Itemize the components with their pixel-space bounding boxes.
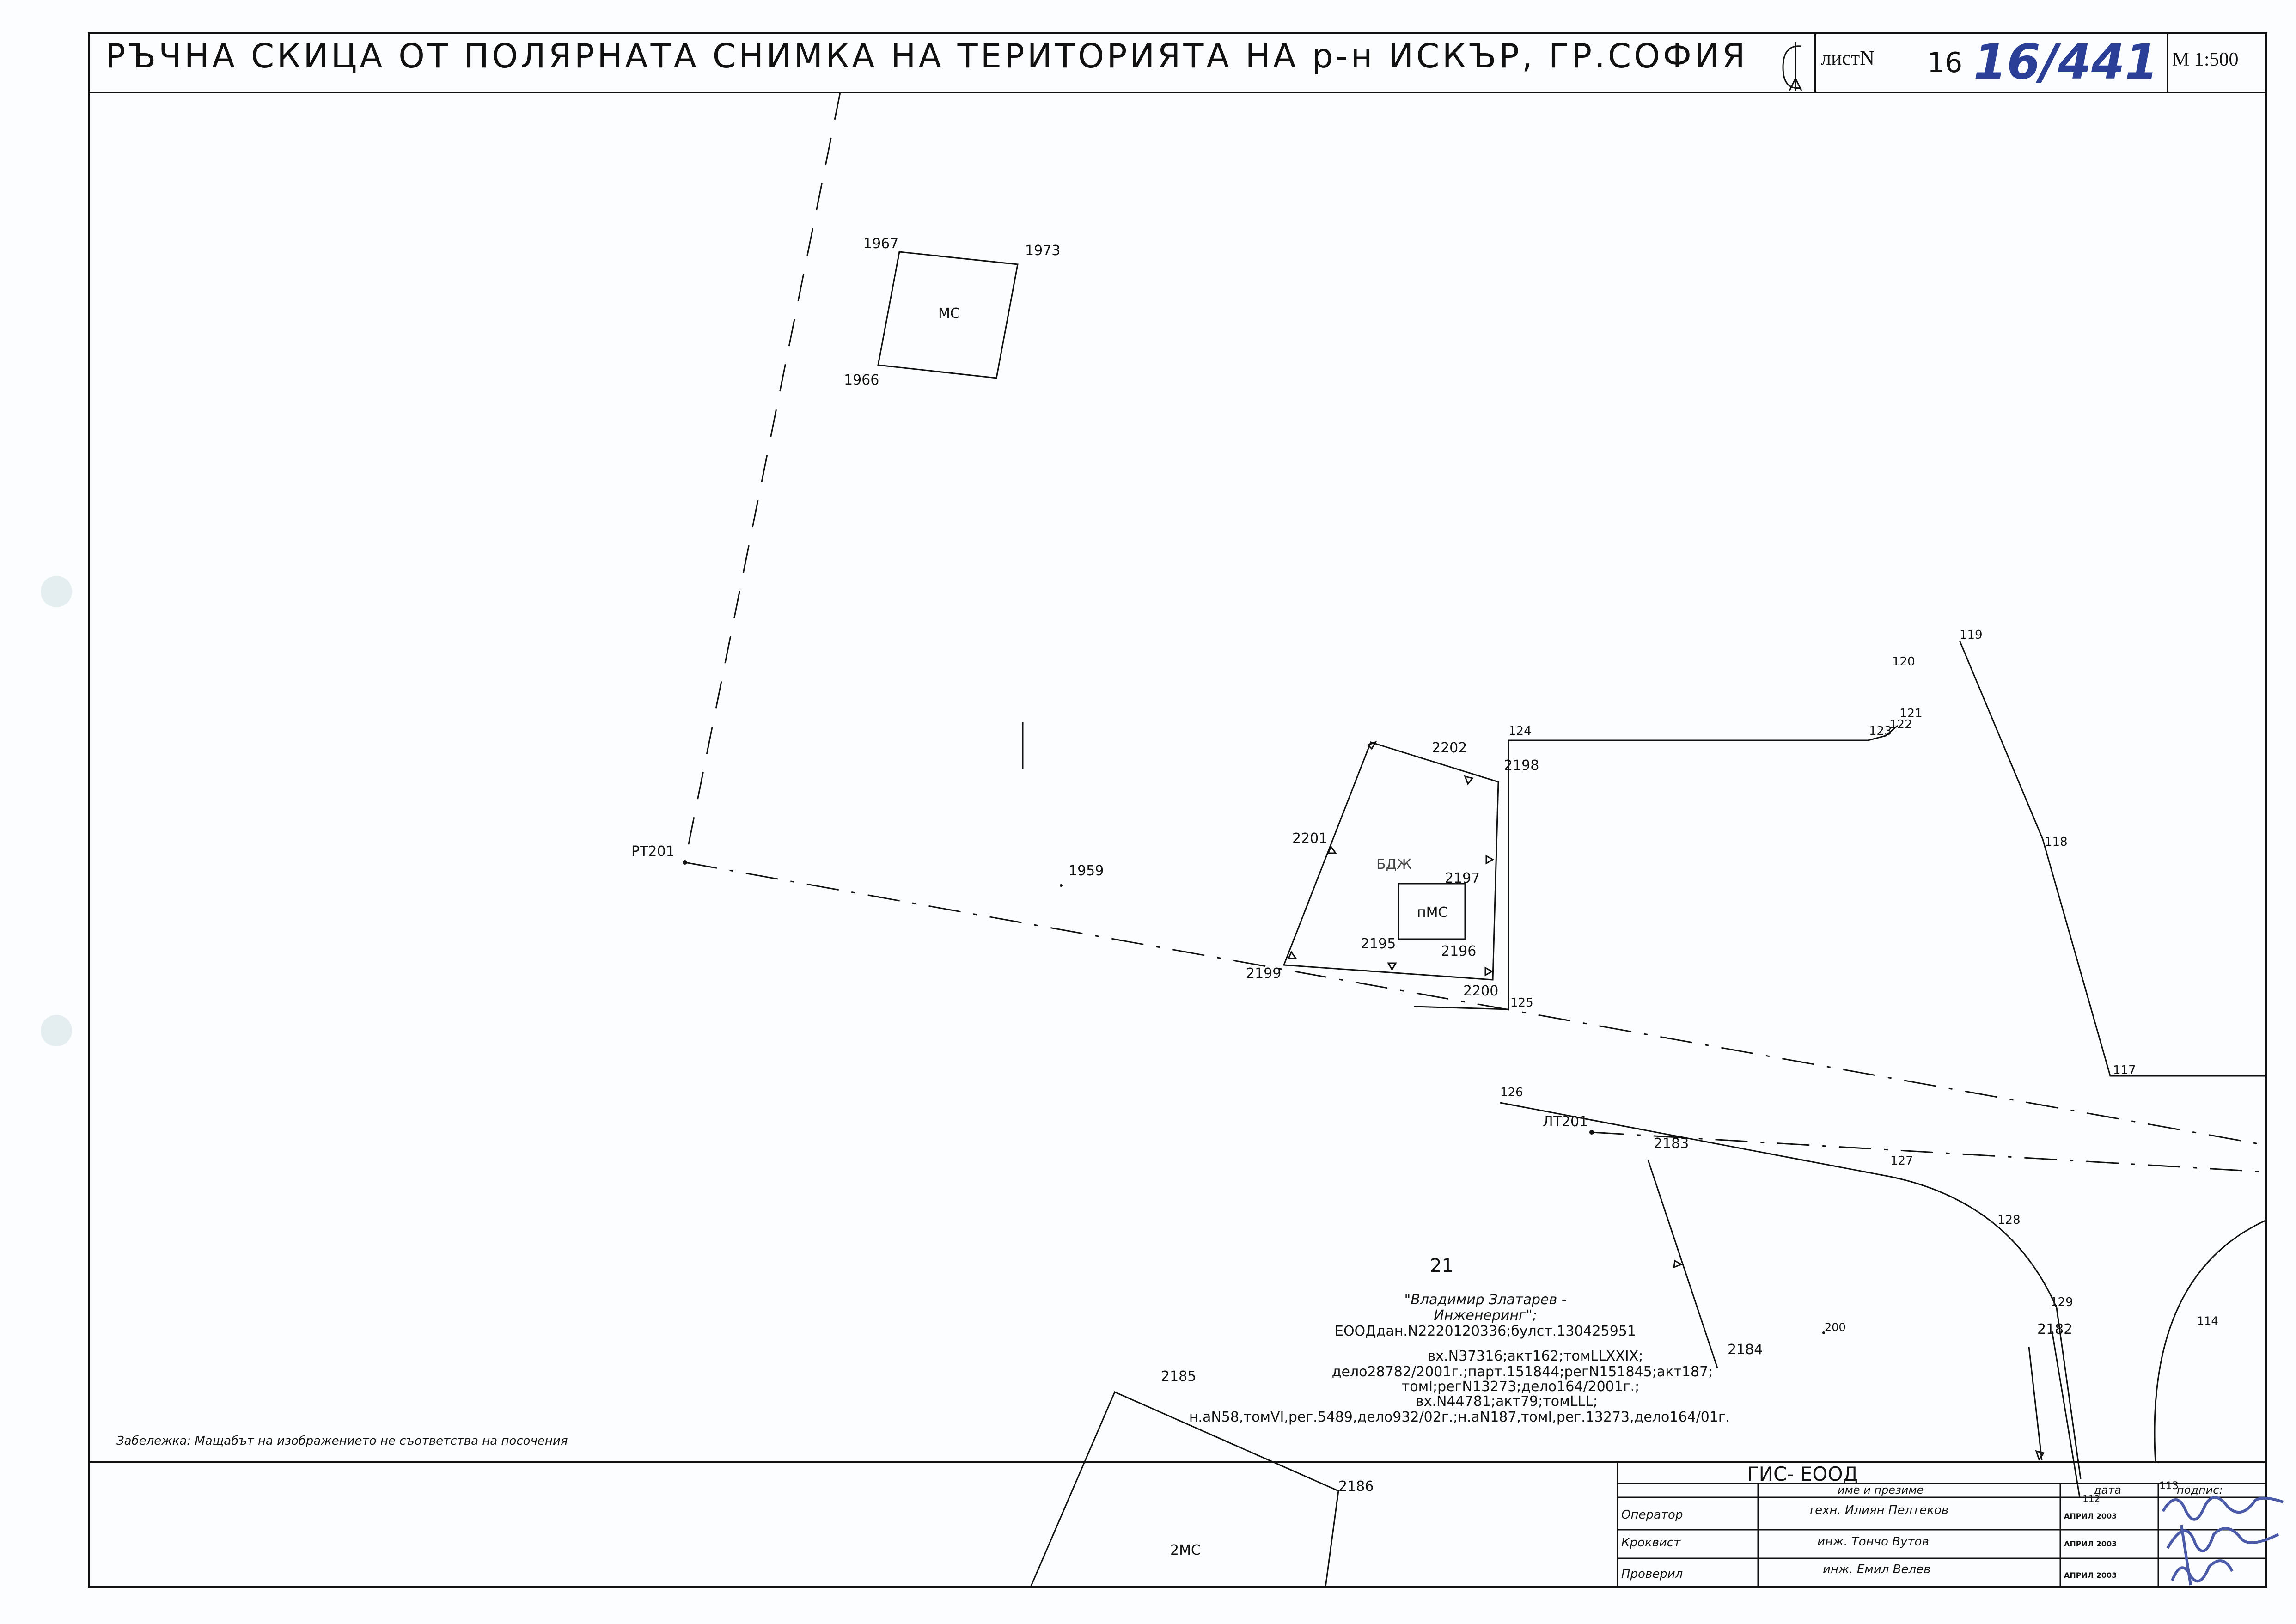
- point-2185: 2185: [1161, 1368, 1196, 1385]
- svg-text:113: 113: [2159, 1480, 2179, 1492]
- punch-hole-top: [41, 576, 72, 607]
- svg-text:н.аN58,томVI,рег.5489,дело932/: н.аN58,томVI,рег.5489,дело932/02г.;н.аN1…: [1189, 1409, 1730, 1425]
- date-kroqvist: АПРИЛ 2003: [2064, 1539, 2117, 1548]
- svg-text:112: 112: [2082, 1493, 2100, 1504]
- stamp-icon: [1782, 42, 1802, 91]
- road-edge: [1500, 1102, 2082, 1479]
- point-117: 117: [2113, 1063, 2136, 1077]
- point-2202: 2202: [1432, 740, 1467, 756]
- parcel-line-119: [1959, 640, 2266, 1077]
- svg-text:вх.N37316;акт162;томLLXXIX;: вх.N37316;акт162;томLLXXIX;: [1428, 1348, 1643, 1364]
- svg-text:вх.N44781;акт79;томLLL;: вх.N44781;акт79;томLLL;: [1416, 1393, 1598, 1410]
- marker-2184: [1673, 1259, 1683, 1269]
- parcel-line-125: [1414, 1006, 1509, 1010]
- building-bdzh-label: БДЖ: [1376, 856, 1411, 873]
- point-dot-200: [1822, 1331, 1825, 1334]
- curve-114: [2154, 1219, 2267, 1464]
- bdzh-markers: [1287, 741, 1495, 977]
- building-pms-label: пМС: [1417, 904, 1447, 921]
- date-checked: АПРИЛ 2003: [2064, 1571, 2117, 1580]
- svg-text:подпис:: подпис:: [2177, 1484, 2223, 1496]
- survey-line-pt201: [684, 861, 2267, 1146]
- sheet-number: 16: [1927, 47, 1962, 79]
- point-2197: 2197: [1445, 870, 1480, 886]
- building-ms: [877, 251, 1019, 379]
- parcel-number-21: 21: [1430, 1255, 1453, 1276]
- point-2196: 2196: [1441, 943, 1476, 959]
- owner-note: "Владимир Златарев - Инженеринг"; ЕООДда…: [1189, 1292, 1730, 1425]
- point-2184: 2184: [1728, 1342, 1763, 1358]
- point-2198: 2198: [1504, 757, 1539, 774]
- parcel-line-124: [1508, 725, 1898, 1009]
- role-checked: Проверил: [1621, 1567, 1683, 1581]
- sheet-label: листN: [1821, 47, 1875, 69]
- footnote: Забележка: Мащабът на изображението не с…: [116, 1434, 568, 1448]
- point-119: 119: [1960, 628, 1983, 642]
- point-127: 127: [1890, 1154, 1913, 1168]
- point-122: 122: [1889, 718, 1912, 732]
- outer-frame: [88, 32, 2267, 1588]
- svg-text:име и презиме: име и презиме: [1838, 1484, 1924, 1496]
- building-2ms: [1030, 1391, 1339, 1587]
- parcel-line-2182b: [2051, 1331, 2081, 1498]
- station-pt201: [683, 860, 687, 865]
- point-121: 121: [1899, 707, 1923, 720]
- point-120: 120: [1892, 655, 1915, 669]
- sheet-number-handwritten: 16/441: [1973, 34, 2158, 90]
- building-2ms-label: 2МС: [1170, 1542, 1201, 1558]
- svg-text:Инженеринг";: Инженеринг";: [1434, 1307, 1537, 1324]
- point-1966: 1966: [844, 372, 879, 388]
- point-125: 125: [1510, 996, 1533, 1010]
- point-lt201: ЛТ201: [1543, 1114, 1588, 1130]
- parcel-line-2182: [2028, 1346, 2043, 1461]
- company-name: ГИС- ЕООД: [1747, 1463, 1858, 1485]
- point-118: 118: [2045, 835, 2068, 849]
- marker-2182: [2035, 1450, 2045, 1461]
- point-2186: 2186: [1338, 1478, 1374, 1495]
- svg-text:ЕООДдан.N2220120336;булст.1304: ЕООДдан.N2220120336;булст.130425951: [1335, 1323, 1636, 1339]
- scale-label: М 1:500: [2172, 49, 2239, 70]
- role-operator: Оператор: [1621, 1508, 1683, 1522]
- point-2182: 2182: [2037, 1321, 2072, 1337]
- survey-line-vertical: [684, 92, 841, 863]
- point-2200: 2200: [1463, 983, 1498, 999]
- point-1959: 1959: [1069, 863, 1104, 879]
- point-pt201: PT201: [631, 843, 675, 860]
- signatures: [2162, 1496, 2284, 1586]
- point-2201: 2201: [1292, 830, 1327, 847]
- point-128: 128: [1997, 1213, 2021, 1227]
- point-126: 126: [1500, 1086, 1523, 1099]
- name-checked: инж. Емил Велев: [1823, 1563, 1930, 1576]
- point-114: 114: [2197, 1314, 2218, 1327]
- punch-hole-bottom: [41, 1015, 72, 1046]
- building-ms-label: МС: [938, 305, 960, 322]
- svg-text:дело28782/2001г.;парт.151844;р: дело28782/2001г.;парт.151844;регN151845;…: [1332, 1364, 1713, 1380]
- title-block: ГИС- ЕООД име и презиме дата подпис: Опе…: [1617, 1461, 2267, 1588]
- point-2183: 2183: [1654, 1136, 1689, 1152]
- station-lt201: [1589, 1130, 1594, 1135]
- survey-line-lt201: [1591, 1131, 2267, 1173]
- building-bdzh: [1282, 741, 1499, 981]
- point-129: 129: [2050, 1295, 2073, 1309]
- date-operator: АПРИЛ 2003: [2064, 1512, 2117, 1520]
- point-2195: 2195: [1361, 936, 1396, 952]
- sheet-title: РЪЧНА СКИЦА ОТ ПОЛЯРНАТА СНИМКА НА ТЕРИТ…: [105, 37, 1748, 75]
- parcel-line-2184: [1647, 1160, 1718, 1368]
- point-123: 123: [1869, 724, 1892, 738]
- point-124: 124: [1508, 724, 1532, 738]
- svg-text:томI;регN13273;дело164/2001г.;: томI;регN13273;дело164/2001г.;: [1402, 1379, 1640, 1395]
- point-1973: 1973: [1025, 243, 1060, 259]
- building-pms: [1398, 883, 1466, 940]
- svg-text:дата: дата: [2093, 1484, 2121, 1496]
- point-1967: 1967: [863, 236, 898, 252]
- name-kroqvist: инж. Тончо Вутов: [1817, 1535, 1929, 1549]
- point-dot-1959: [1060, 884, 1063, 887]
- point-200: 200: [1825, 1321, 1846, 1334]
- role-kroqvist: Кроквист: [1621, 1536, 1681, 1550]
- point-2199: 2199: [1246, 965, 1281, 982]
- svg-text:"Владимир Златарев -: "Владимир Златарев -: [1404, 1292, 1566, 1308]
- name-operator: техн. Илиян Пелтеков: [1808, 1503, 1948, 1517]
